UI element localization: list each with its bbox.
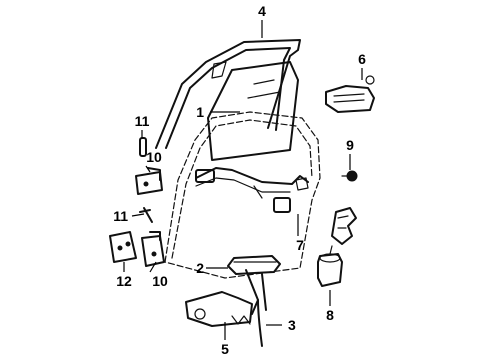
callout-10-lower: 10 [152,273,168,289]
callout-9: 9 [346,137,354,153]
glass-run-channel [155,39,301,149]
regulator-lift-rod [257,299,263,347]
callout-5: 5 [221,341,229,357]
window-motor [317,245,343,287]
callout-4: 4 [258,3,266,19]
leader-lines [123,20,363,340]
hinge-pin-upper [139,137,147,157]
callout-11-lower: 11 [113,208,128,224]
lower-hinge-body [109,231,137,263]
callout-8: 8 [326,307,334,323]
callout-7: 7 [296,237,304,253]
lower-door-hinge [141,231,165,267]
window-regulator [227,255,281,315]
outside-door-handle [325,75,375,113]
upper-door-hinge [135,167,163,195]
door-glass [207,61,299,161]
door-latch [331,207,357,245]
callout-10-upper: 10 [146,149,162,165]
callout-2: 2 [196,260,204,276]
callout-12: 12 [116,273,132,289]
callout-labels: 1 2 3 4 5 6 7 8 9 10 10 11 11 12 [113,3,366,357]
callout-1: 1 [196,104,204,120]
regulator-base-plate [185,291,253,327]
hinge-pin-lower [139,207,153,223]
door-latch-rods [195,167,309,213]
callout-11-upper: 11 [135,113,150,129]
callout-6: 6 [358,51,366,67]
door-shell [164,111,321,279]
lock-cylinder [341,170,358,182]
callout-3: 3 [288,317,296,333]
